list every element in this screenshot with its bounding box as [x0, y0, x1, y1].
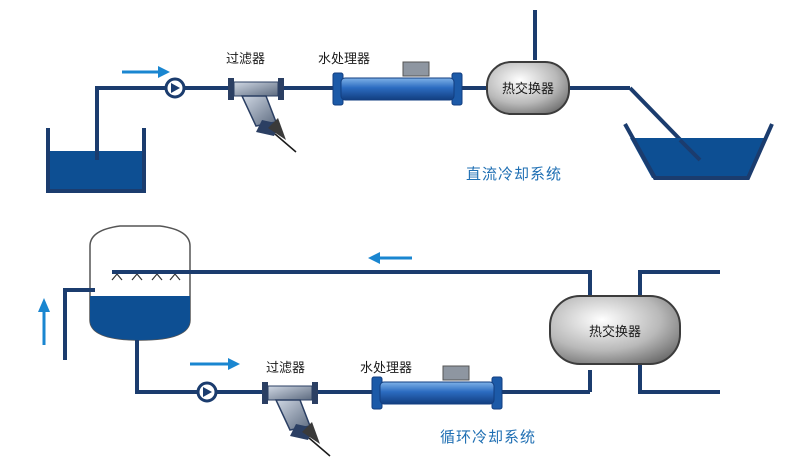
- filter-label: 过滤器: [226, 52, 265, 67]
- discharge-basin: [623, 123, 774, 180]
- pump-icon: [164, 77, 186, 99]
- flow-arrow-bottom: [190, 358, 240, 370]
- circulating-system-title: 循环冷却系统: [440, 428, 536, 446]
- flow-arrow-top: [122, 66, 170, 78]
- direct-cooling-system: 过滤器 水处理器 热交换器 直流冷却系统: [46, 10, 774, 193]
- heat-exchanger-bottom: 热交换器: [549, 295, 681, 365]
- filter-icon: [262, 382, 331, 457]
- flow-arrow-return: [368, 252, 412, 264]
- water-treater-label: 水处理器: [360, 361, 412, 376]
- water-treater-icon: [332, 61, 463, 106]
- flow-arrow-up: [38, 298, 50, 345]
- pump-icon: [196, 381, 218, 403]
- heat-exchanger-label: 热交换器: [502, 81, 554, 97]
- direct-system-title: 直流冷却系统: [466, 165, 562, 183]
- water-treater-label: 水处理器: [318, 52, 370, 67]
- filter-label: 过滤器: [266, 361, 305, 376]
- circulating-cooling-system: 过滤器 水处理器 热交换器 循环冷却系统: [38, 225, 720, 457]
- water-treater-icon: [371, 365, 503, 410]
- cooling-tower: [89, 225, 191, 341]
- bottom-pipeline: [63, 270, 720, 394]
- heat-exchanger-top: 热交换器: [486, 61, 570, 115]
- heat-exchanger-label: 热交换器: [589, 324, 641, 340]
- filter-icon: [228, 78, 297, 153]
